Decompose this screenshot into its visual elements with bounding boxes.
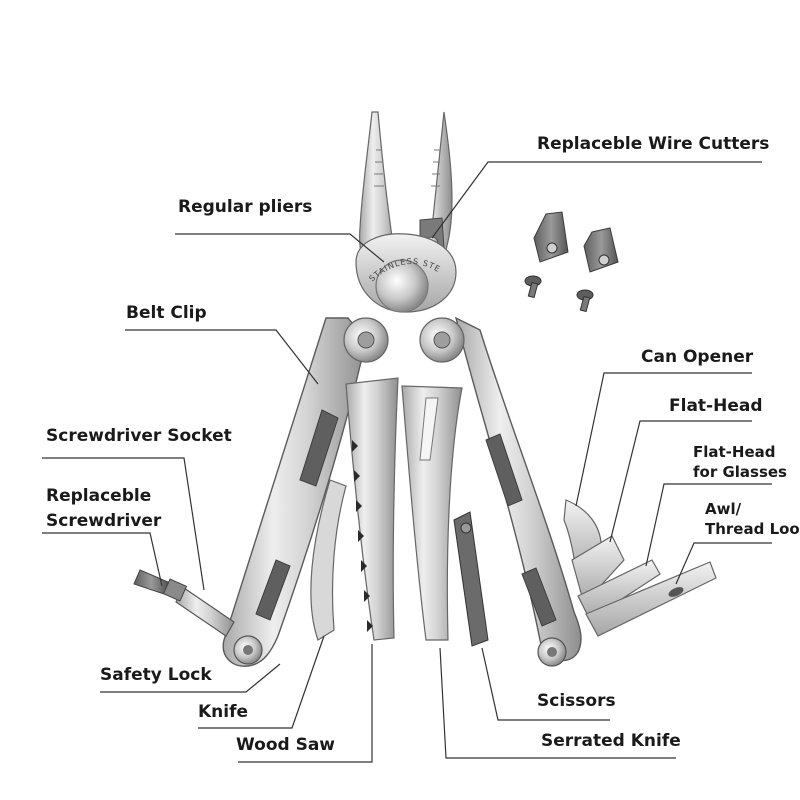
left-handle-frame <box>222 317 367 667</box>
leader-flat-head-glasses <box>645 483 772 567</box>
right-handle <box>401 316 582 667</box>
thread-loop-slot <box>668 587 684 597</box>
label-scissors: Scissors <box>537 691 616 711</box>
leader-scissors <box>481 647 610 721</box>
right-handle-end-pivot-center <box>547 647 557 657</box>
right-handle-cutout-top <box>485 433 523 507</box>
pliers-head: STAINLESS STEEL <box>0 0 457 313</box>
label-wood-saw: Wood Saw <box>236 735 336 755</box>
leader-wood-saw <box>238 644 373 763</box>
label-awl: Awl/ Thread Loop <box>705 500 800 538</box>
handle-pivot-left-center <box>357 331 375 349</box>
label-wire-cutters: Replaceble Wire Cutters <box>537 134 770 154</box>
label-can-opener: Can Opener <box>641 347 754 367</box>
saw-teeth <box>352 440 373 632</box>
label-flat-head: Flat-Head <box>669 396 763 416</box>
scissors-pivot <box>460 522 472 534</box>
flat-head-glasses-tool <box>577 559 661 621</box>
awl-tool <box>585 561 717 637</box>
label-safety-lock: Safety Lock <box>100 665 212 685</box>
leader-belt-clip <box>125 329 319 385</box>
leader-knife <box>198 635 325 729</box>
pliers-pivot <box>375 259 429 313</box>
leader-awl <box>675 542 772 585</box>
flat-head-tool <box>571 535 625 606</box>
fanned-tools <box>563 499 717 637</box>
spare-cutter-2-hole <box>598 254 610 266</box>
label-screwdriver-socket: Screwdriver Socket <box>46 426 232 446</box>
serrated-knife-blade <box>401 385 463 641</box>
leader-wire-cutters <box>431 161 762 239</box>
wood-saw-blade <box>345 377 399 641</box>
leader-can-opener <box>575 372 752 507</box>
spare-cutter-1 <box>533 211 569 263</box>
spare-cutter-2 <box>583 227 619 273</box>
spare-cutter-1-hole <box>546 242 558 254</box>
label-flat-head-glasses: Flat-Head for Glasses <box>693 443 787 481</box>
spare-screw-1 <box>524 275 542 299</box>
scissors-blades <box>453 511 489 647</box>
knife-blade <box>310 479 347 641</box>
leader-regular-pliers <box>175 233 385 263</box>
leader-flat-head <box>609 420 752 543</box>
left-handle-cutout-top <box>299 409 339 487</box>
label-regular-pliers: Regular pliers <box>178 197 313 217</box>
label-replaceable-screwdriver: Replaceble Screwdriver <box>46 486 162 531</box>
left-handle <box>222 317 389 667</box>
spare-parts <box>524 211 619 313</box>
leader-serrated-knife <box>439 647 676 759</box>
label-belt-clip: Belt Clip <box>126 303 207 323</box>
screwdriver-bit <box>133 569 235 637</box>
spare-screw-2 <box>576 289 594 313</box>
safety-lock-pivot-center <box>243 645 253 655</box>
right-handle-cutout-bottom <box>521 567 557 627</box>
leader-screwdriver-socket <box>42 457 205 591</box>
leader-safety-lock <box>100 663 281 693</box>
label-knife: Knife <box>198 702 249 722</box>
left-handle-cutout-bottom <box>255 559 291 621</box>
serrated-knife-slot <box>419 397 439 461</box>
handle-pivot-right-center <box>433 331 451 349</box>
label-serrated-knife: Serrated Knife <box>541 731 681 751</box>
pliers-teeth <box>374 149 440 187</box>
leader-replaceable-screwdriver <box>42 532 163 587</box>
leader-lines <box>42 161 772 763</box>
